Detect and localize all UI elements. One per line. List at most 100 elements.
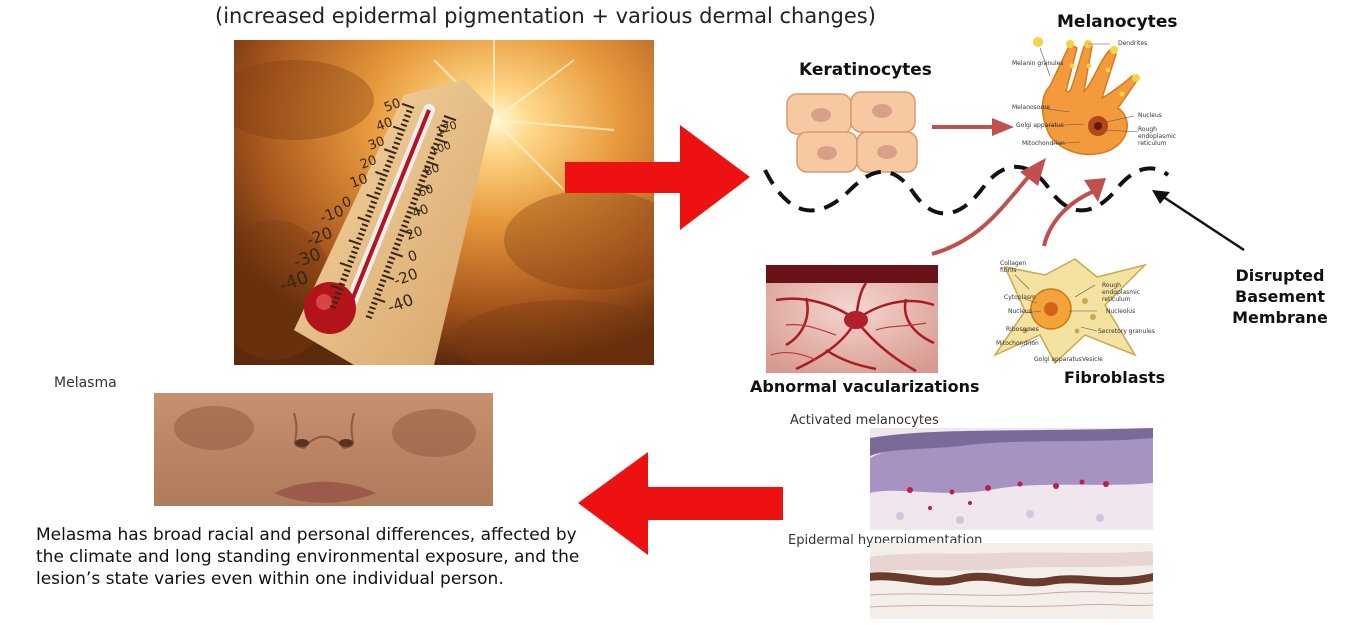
red-arrow-right-icon: [565, 125, 750, 230]
melanosome-label: Melanosome: [1012, 104, 1051, 111]
thermo-tick: [375, 171, 388, 178]
ribosomes-label: Ribosomes: [1006, 326, 1039, 333]
thermo-tick: [436, 133, 444, 138]
thermo-tick: [405, 109, 413, 114]
thermo-tick: [429, 151, 437, 156]
thermo-left-label: 10: [348, 171, 370, 192]
golgi-label: Golgi apparatus: [1016, 122, 1064, 129]
thermo-tick: [388, 154, 395, 159]
thermo-tick: [433, 142, 440, 147]
disrupted-basement-membrane-label: Disrupted Basement Membrane: [1232, 266, 1328, 327]
thermo-tick: [338, 282, 346, 287]
nucleus-label: Nucleus: [1138, 112, 1162, 119]
thermo-tick: [383, 269, 391, 274]
vascularization-image: [766, 265, 938, 373]
thermo-tick: [383, 148, 397, 155]
red-arrow-left-icon: [578, 452, 783, 555]
thermo-right-label: 20: [404, 224, 425, 244]
thermo-tick: [418, 178, 426, 183]
thermo-tick: [404, 215, 412, 220]
thermometer-sun-photo: [234, 40, 654, 365]
thermo-tick: [343, 268, 351, 273]
fibroblast-golgi-label: Golgi apparatus: [1034, 356, 1082, 363]
thermo-tick: [379, 177, 386, 182]
melanocytes-label: Melanocytes: [1057, 12, 1178, 32]
thermo-tick: [443, 115, 457, 122]
activated-melanocytes-label: Activated melanocytes: [790, 413, 939, 428]
thermo-right-label: 0: [406, 248, 420, 266]
abnormal-vascularizations-label: Abnormal vacularizations: [750, 377, 980, 396]
thermo-tick: [413, 192, 421, 197]
keratinocytes-label: Keratinocytes: [799, 60, 932, 80]
thermo-right-label: -40: [385, 290, 416, 317]
thermo-tick: [440, 124, 447, 129]
thermo-tick: [366, 209, 374, 214]
thermo-tick: [340, 277, 347, 282]
thermo-tick: [365, 315, 373, 320]
mitochondrion-label: Mitochondrion: [1022, 140, 1065, 147]
thermo-tick: [406, 210, 414, 215]
melasma-label: Melasma: [54, 375, 117, 391]
thermo-tick: [420, 174, 428, 179]
thermo-tick: [417, 183, 430, 190]
thermo-tick: [350, 250, 358, 255]
fibroblasts-label: Fibroblasts: [1064, 368, 1166, 387]
thermo-tick: [395, 136, 402, 141]
thermo-tick: [359, 227, 367, 232]
thermo-tick: [392, 246, 399, 251]
thermo-left-label: -20: [304, 223, 335, 250]
secretory-granules-label: Secretory granules: [1098, 328, 1155, 335]
thermo-tick: [379, 278, 387, 283]
thermo-tick: [400, 123, 408, 128]
thermo-left-label: 50: [382, 96, 403, 116]
fibroblast-rough-er-label: Rough endoplasmic reticulum: [1102, 282, 1141, 303]
thermo-tick: [401, 224, 408, 229]
thermo-tick: [352, 245, 360, 250]
page-subtitle: (increased epidermal pigmentation + vari…: [215, 4, 876, 28]
thermo-tick: [393, 141, 401, 146]
thermo-tick: [394, 242, 401, 247]
thermo-tick: [411, 196, 419, 201]
thermo-tick: [370, 200, 378, 205]
dendrites-label: Dendrites: [1118, 40, 1148, 47]
thermo-right-label: -20: [391, 264, 420, 289]
thermo-tick: [358, 232, 365, 237]
thermo-tick: [386, 260, 394, 265]
thermo-tick: [373, 191, 381, 196]
thermo-tick: [438, 128, 446, 133]
thermo-tick: [381, 274, 395, 281]
fibroblast-mitochondrion-label: Mitochondrion: [996, 340, 1039, 347]
thermo-tick: [366, 193, 379, 200]
thermo-left-label: -30: [291, 244, 324, 272]
thermo-tick: [397, 233, 405, 238]
nucleolus-label: Nucleolus: [1106, 308, 1136, 315]
epidermal-hyperpigmentation-histology: [870, 543, 1153, 619]
thermo-left-label: 40: [374, 115, 395, 135]
thermo-right-label: 120: [435, 118, 459, 137]
thermo-tick: [372, 296, 386, 303]
thermo-tick: [361, 223, 369, 228]
thermo-tick: [374, 292, 382, 297]
thermometer-scale-labels: 50 40 30 20 10 0 -10 -20 -30 -40 120 100…: [277, 96, 459, 317]
thermo-tick: [388, 255, 396, 260]
thermo-tick: [368, 204, 376, 209]
thermo-tick: [390, 251, 404, 258]
basement-membrane-line: [763, 164, 1170, 216]
thermo-tick: [369, 305, 376, 310]
thermo-tick: [395, 237, 403, 242]
rough-er-label: Rough endoplasmic reticulum: [1138, 126, 1177, 147]
thermo-tick: [427, 155, 435, 160]
thermo-tick: [408, 205, 421, 213]
thermo-tick: [382, 168, 390, 173]
thermo-tick: [370, 301, 378, 306]
keratinocytes-illustration: [786, 91, 918, 173]
thermo-tick: [384, 164, 392, 169]
thermo-right-label: 40: [410, 202, 431, 222]
collagen-label: Collagen fibrils: [1000, 260, 1027, 274]
thermo-tick: [385, 265, 392, 270]
thermo-tick: [404, 114, 411, 119]
melanin-granules-label: Melanin granules: [1012, 60, 1064, 67]
thermo-tick: [347, 259, 355, 264]
thermo-tick: [357, 216, 371, 223]
thermo-tick: [339, 261, 353, 269]
